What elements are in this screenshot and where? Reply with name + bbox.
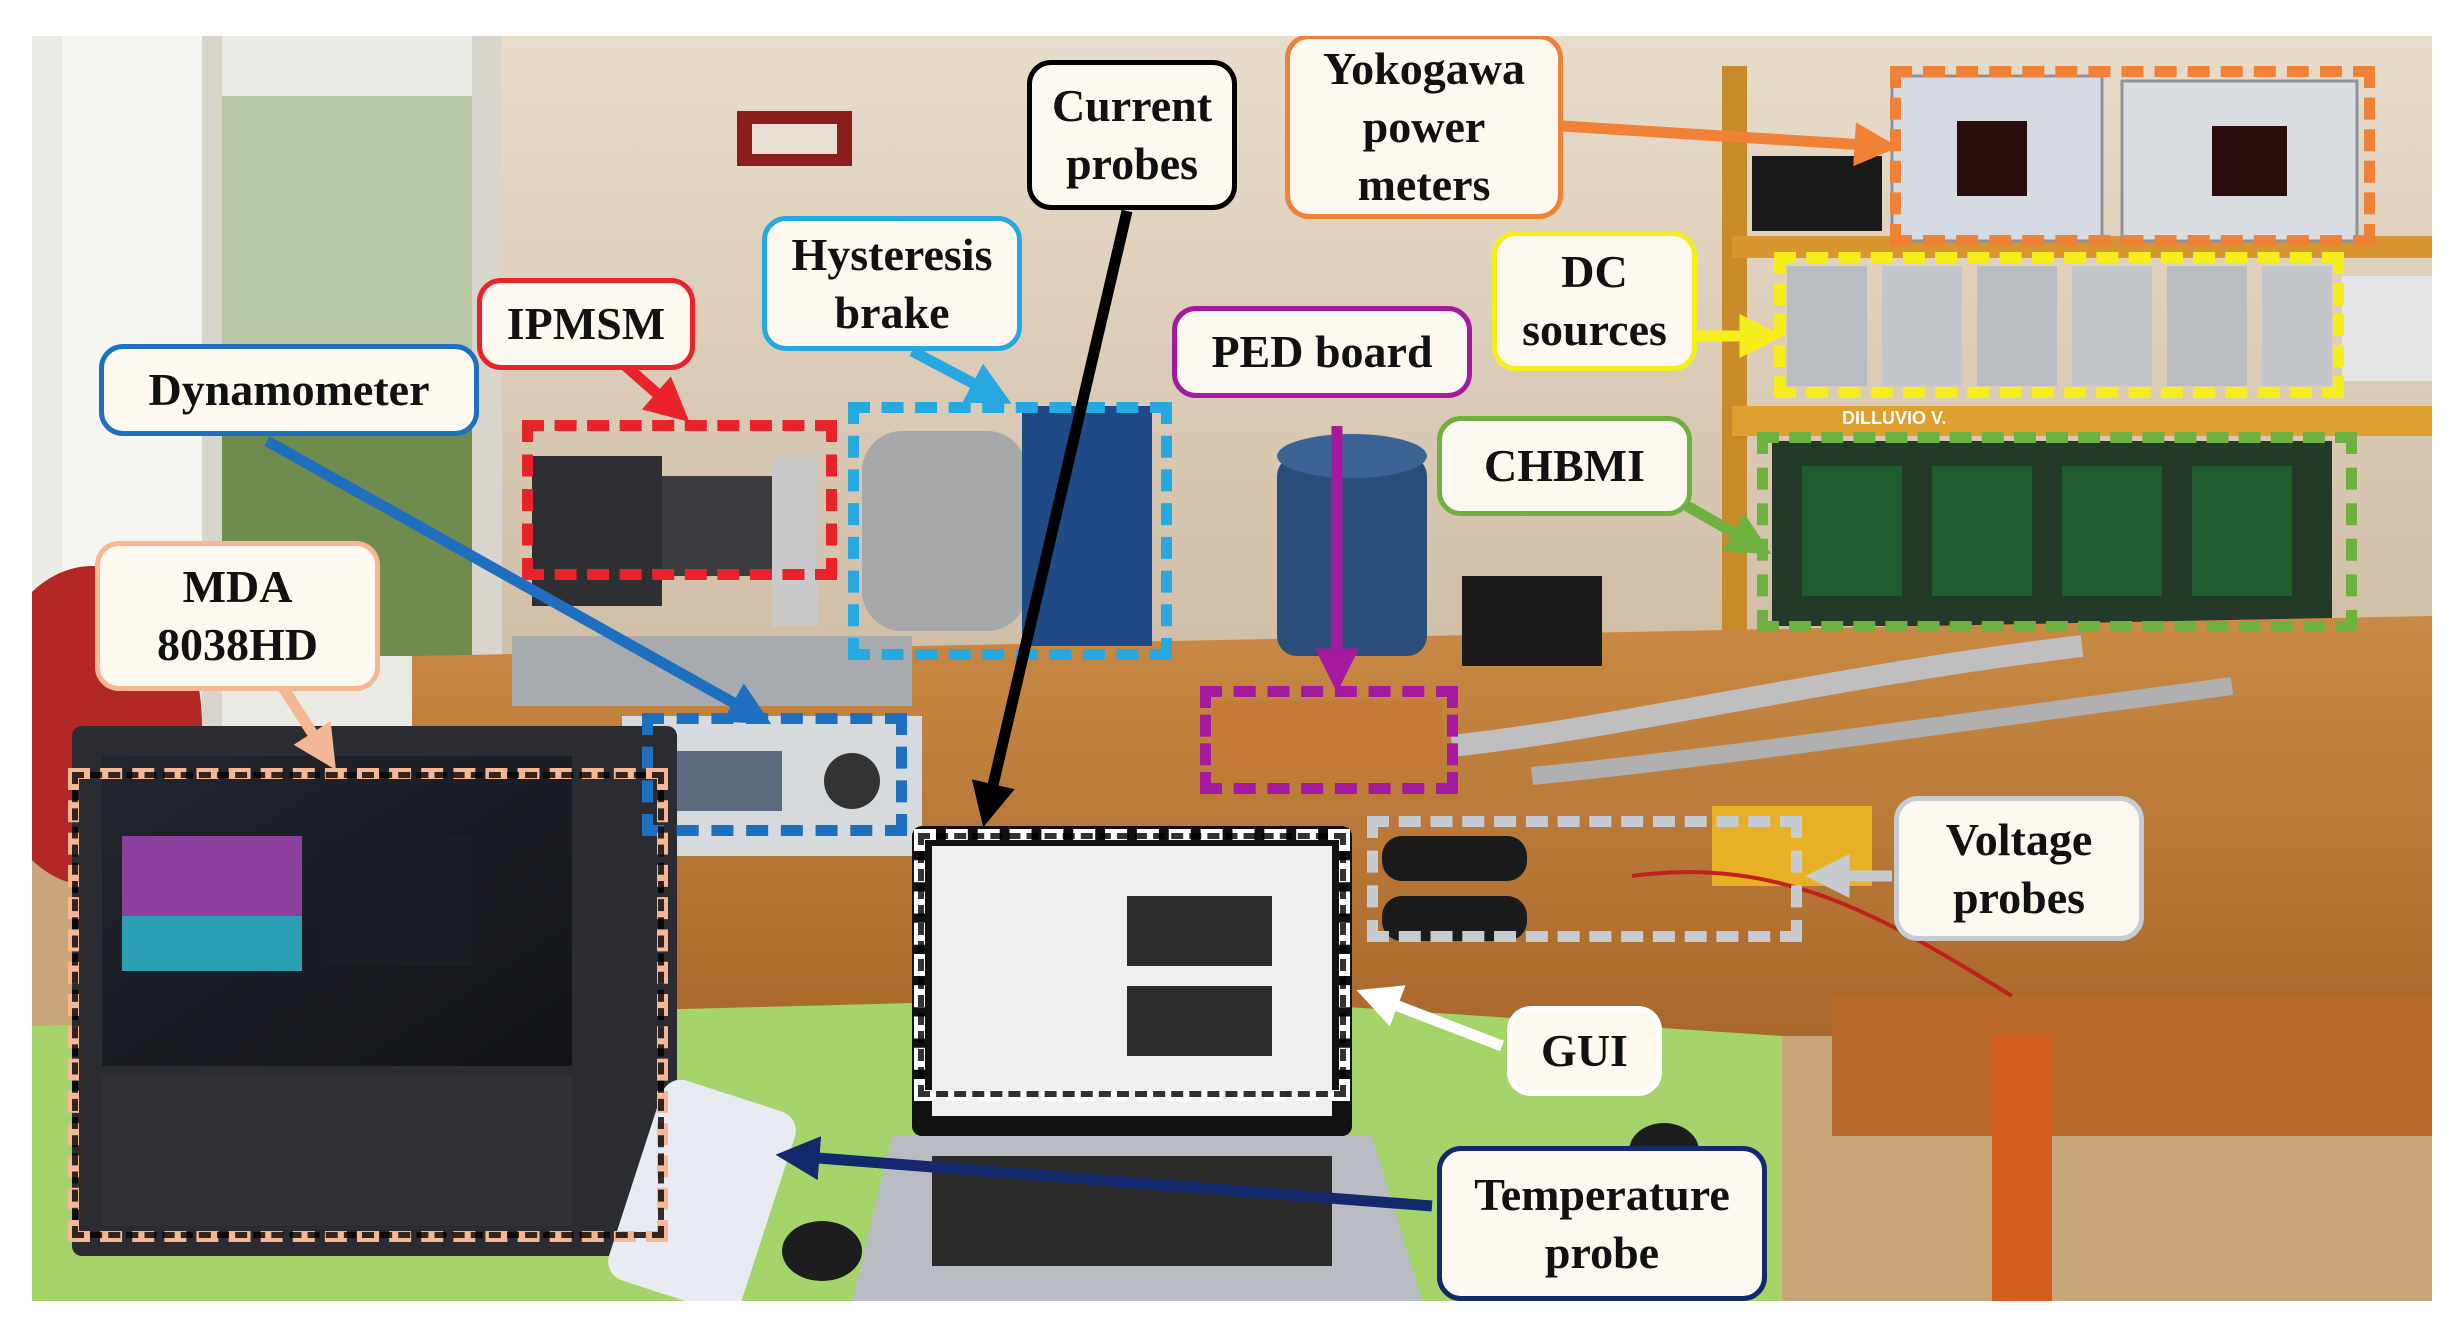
ipmsm-text: IPMSM — [506, 298, 666, 349]
gui-text: GUI — [1541, 1025, 1628, 1076]
hysteresis-brake-drawing — [862, 431, 1027, 631]
yokogawa-label: Yokogawa power meters — [1285, 36, 1563, 219]
voltage-probes-line1: Voltage — [1945, 813, 2093, 865]
yokogawa-line1: Yokogawa — [1323, 42, 1525, 94]
gui-label: GUI — [1507, 1006, 1662, 1096]
temperature-line1: Temperature — [1474, 1168, 1730, 1220]
hysteresis-brake-label: Hysteresis brake — [762, 216, 1022, 351]
dc-sources-line2: sources — [1522, 304, 1667, 355]
mda-label: MDA 8038HD — [95, 541, 380, 691]
hysteresis-line2: brake — [834, 286, 950, 338]
voltage-probe-2 — [1382, 896, 1527, 941]
chbmi-text: CHBMI — [1484, 440, 1645, 491]
voltage-probes-box — [1367, 816, 1802, 942]
small-device — [1752, 156, 1882, 231]
yokogawa-line2: power — [1362, 100, 1486, 152]
voltage-probes-line2: probes — [1952, 871, 2086, 923]
voltage-probes-label: Voltage probes — [1894, 796, 2144, 941]
dc-sources-label: DC sources — [1492, 231, 1697, 371]
temperature-probe-label: Temperature probe — [1437, 1146, 1767, 1301]
breaker-panel — [2342, 276, 2432, 381]
hysteresis-brake-box — [848, 402, 1172, 660]
arrows — [264, 120, 1899, 1212]
mda-box-inner — [72, 772, 664, 1238]
dynamometer-arrow — [264, 436, 772, 725]
mda-line2: 8038HD — [157, 619, 318, 670]
dc-sources-line1: DC — [1561, 246, 1628, 297]
hysteresis-arrow — [909, 346, 1012, 404]
gui-box-inner — [918, 833, 1346, 1097]
dynamometer-text: Dynamometer — [148, 364, 430, 415]
dilluvio-text: DILLUVIO V. — [1842, 408, 1947, 428]
temperature-line2: probe — [1544, 1226, 1660, 1278]
chbmi-arrow — [1684, 501, 1772, 555]
mda-arrow — [277, 683, 336, 770]
mda-line1: MDA — [182, 561, 293, 612]
ped-board-drawing — [1212, 701, 1442, 781]
lab-setup-photo: Current probes Yokogawa power meters Hys… — [32, 36, 2432, 1301]
oscilloscope-drawing — [72, 726, 677, 1256]
chbmi-label: CHBMI — [1437, 416, 1692, 516]
ped-enclosure — [1277, 456, 1427, 656]
current-probes-arrow — [971, 209, 1133, 828]
ped-board-text: PED board — [1211, 326, 1433, 377]
mouse — [782, 1221, 862, 1281]
yokogawa-arrow — [1561, 120, 1899, 167]
ipmsm-box — [522, 420, 837, 580]
temperature-probe-drawing — [608, 1079, 796, 1301]
ipmsm-label: IPMSM — [477, 278, 695, 370]
lower-shelf — [1732, 406, 2432, 436]
current-probes-line2: probes — [1065, 138, 1199, 189]
gui-arrow — [1356, 985, 1504, 1052]
ped-board-label: PED board — [1172, 306, 1472, 398]
current-probes-label: Current probes — [1027, 60, 1237, 210]
ipmsm-motor — [532, 456, 662, 606]
current-probes-line1: Current — [1051, 80, 1213, 131]
dynamometer-label: Dynamometer — [99, 344, 479, 436]
voltage-probe-1 — [1382, 836, 1527, 881]
laptop-drawing — [852, 826, 1422, 1301]
hysteresis-line1: Hysteresis — [791, 228, 993, 280]
dc-sources-drawing — [1787, 266, 2332, 386]
yokogawa-line3: meters — [1357, 158, 1491, 210]
temperature-arrow — [775, 1136, 1433, 1212]
